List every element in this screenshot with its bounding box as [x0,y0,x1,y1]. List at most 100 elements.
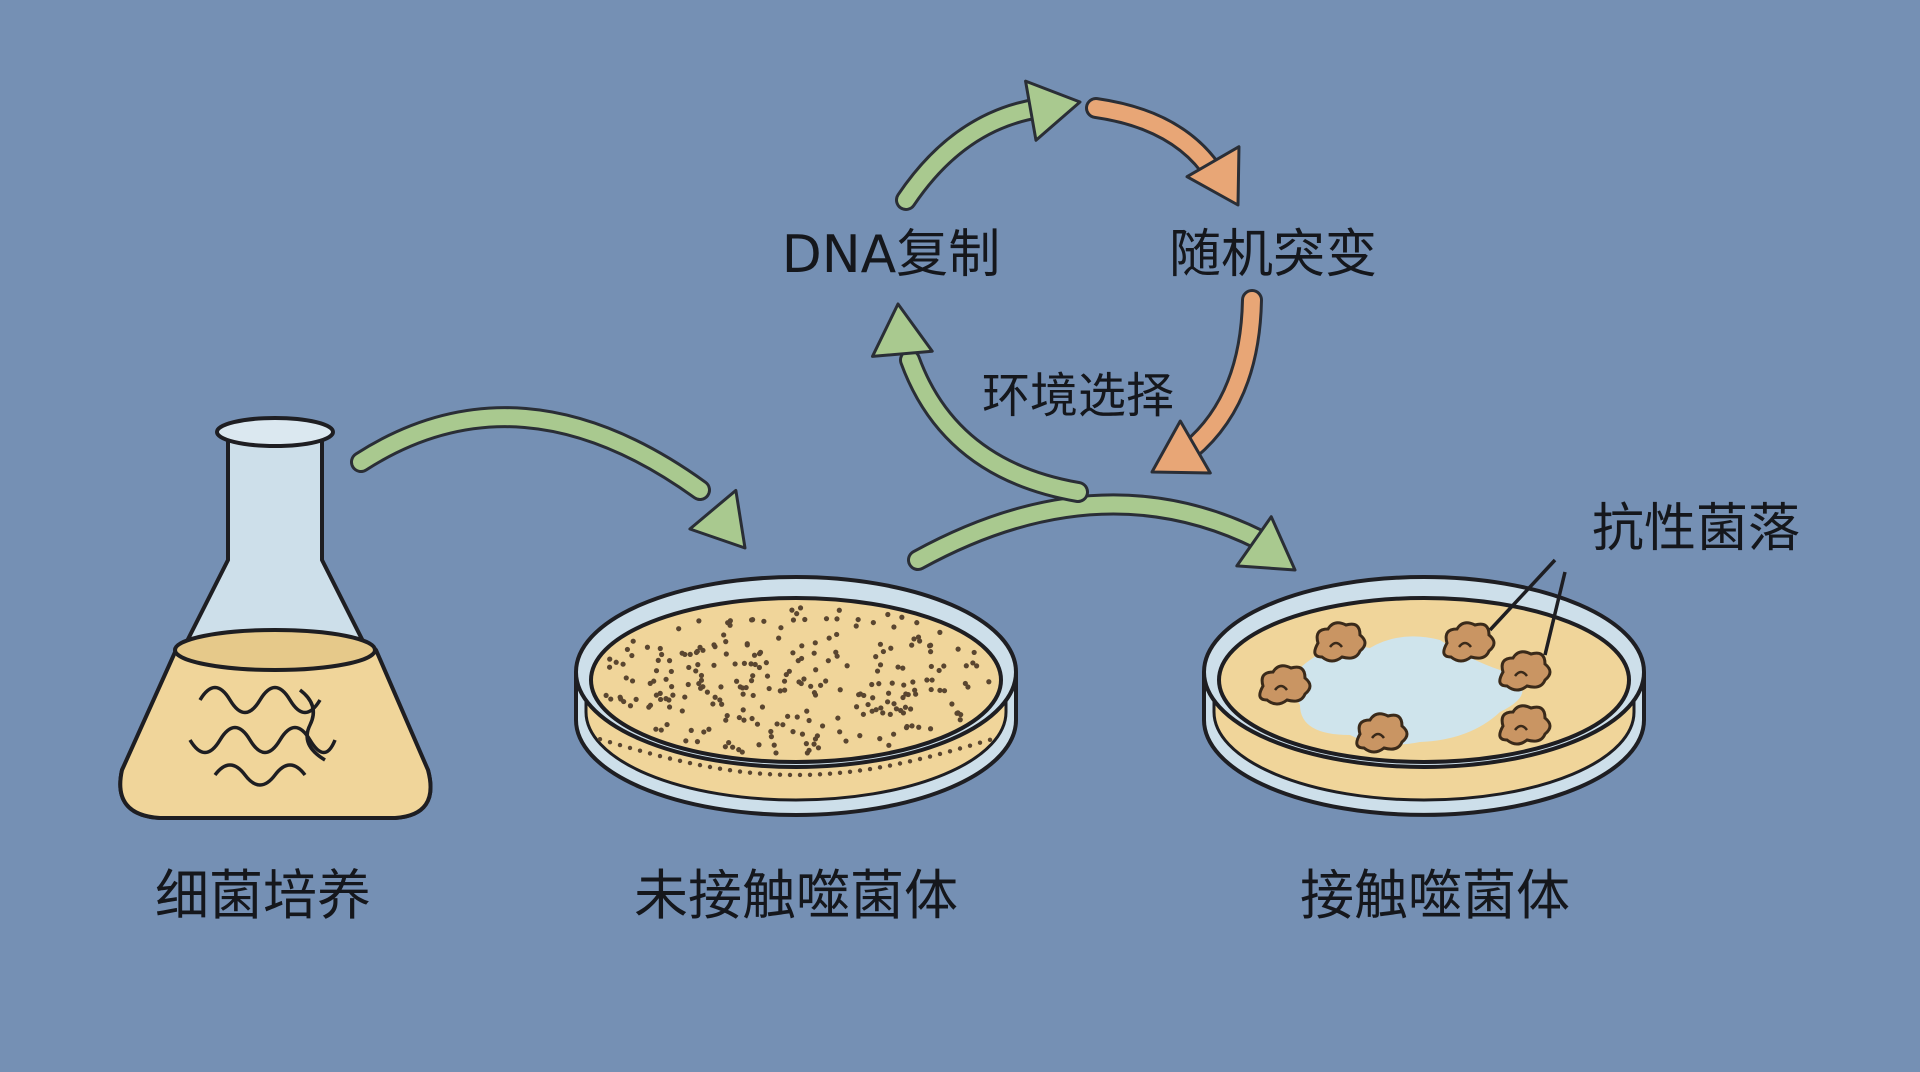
bacteria-dot [898,707,904,714]
bacteria-dot [693,649,700,656]
bacteria-dot [916,724,922,730]
bacteria-dot [687,760,693,766]
bacteria-dot [749,715,755,722]
bacteria-dot [679,708,685,714]
bacteria-dot [736,714,742,721]
bacteria-dot [806,717,812,724]
bacteria-dot [823,616,830,622]
bacteria-dot [711,642,717,648]
bacteria-dot [741,660,748,666]
bacteria-dot [797,605,804,611]
bacteria-dot [853,704,860,710]
bacteria-dot [819,723,826,729]
bacteria-dot [807,772,813,777]
bacteria-dot [811,690,818,696]
bacteria-dot [833,649,839,655]
bacteria-dot [693,668,699,674]
bacteria-dot [928,642,934,648]
resistant-colonies [1258,621,1552,754]
bacteria-dot [877,736,883,742]
bacteria-dot [606,664,613,670]
bacteria-dot [719,701,725,707]
bacteria-dot [817,772,823,777]
clear-zone [1295,636,1523,745]
bacteria-dot [865,701,871,708]
bacteria-dot [891,624,897,630]
bacteria-dot [955,646,961,652]
bacteria-dot [740,707,746,713]
bacteria-dot [889,680,895,686]
bacteria-dot [688,727,694,733]
bacteria-dot [836,607,842,613]
bacteria-dot [717,766,723,771]
resistant-colony-label: 抗性菌落 [1592,499,1800,559]
bacteria-dot [657,753,663,759]
bacteria-dot [910,679,916,685]
bacteria-dot [778,625,784,631]
bacteria-dot [730,744,736,750]
bacteria-dot [893,706,900,712]
bacteria-dot [876,681,882,687]
bacteria-dot [740,685,746,691]
bacteria-dot [685,681,691,688]
bacteria-dot [666,658,673,664]
bacteria-dot [970,660,976,666]
bacteria-dot [955,710,961,716]
stage-label-exposed: 接触噬菌体 [1300,864,1570,927]
arrow-replication-to-mutation [895,79,1082,211]
bacteria-dot [756,664,763,671]
bacteria-dot [781,678,788,684]
bacteria-dot [721,632,727,638]
bacteria-dot [886,742,892,748]
bacteria-dot [754,721,761,727]
bacteria-dot [924,677,930,683]
bacteria-dot [877,765,883,770]
bacteria-dots [597,605,993,778]
bacteria-dot [637,748,643,753]
bacteria-dot [814,733,821,739]
bacteria-dot [811,650,817,656]
cycle-dna-replication: DNA复制 [782,225,1001,285]
colony [1355,712,1409,754]
bacteria-dot [751,652,758,658]
bacteria-dot [914,620,920,626]
bacteria-dot [717,697,723,703]
bacteria-dot [823,678,829,684]
bacteria-dot [725,620,731,626]
bacteria-dot [885,690,892,696]
bacteria-dot [843,738,849,744]
bacteria-dot [712,694,718,700]
bacteria-dot [607,739,613,745]
bacteria-dot [928,686,934,693]
bacteria-dot [880,648,887,655]
bacteria-dot [902,704,909,710]
bacteria-dot [949,701,955,707]
bacteria-dot [718,684,724,690]
bacteria-dot [835,715,841,721]
bacteria-dot [657,645,663,652]
bacteria-dot [733,678,740,684]
bacteria-dot [834,616,840,622]
bacteria-dot [957,746,963,751]
bacteria-dot [974,663,980,669]
bacteria-dot [773,750,779,756]
bacteria-dot [777,772,783,777]
bacteria-dot [698,685,704,691]
bacteria-dot [826,635,832,641]
arrows [350,79,1297,572]
bacteria-dot [763,660,769,666]
bacteria-dot [901,682,907,688]
bacteria-dot [644,644,651,650]
bacteria-dot [937,629,943,635]
bacteria-dot [804,708,810,714]
bacteria-dot [695,662,701,668]
bacteria-dot [607,656,613,662]
bacteria-dot [726,740,732,746]
bacteria-dot [818,682,824,688]
bacteria-dot [748,617,755,623]
bacteria-dot [911,636,917,642]
bacteria-dot [912,687,918,693]
bacteria-dot [790,650,796,656]
bacteria-dot [701,729,707,735]
